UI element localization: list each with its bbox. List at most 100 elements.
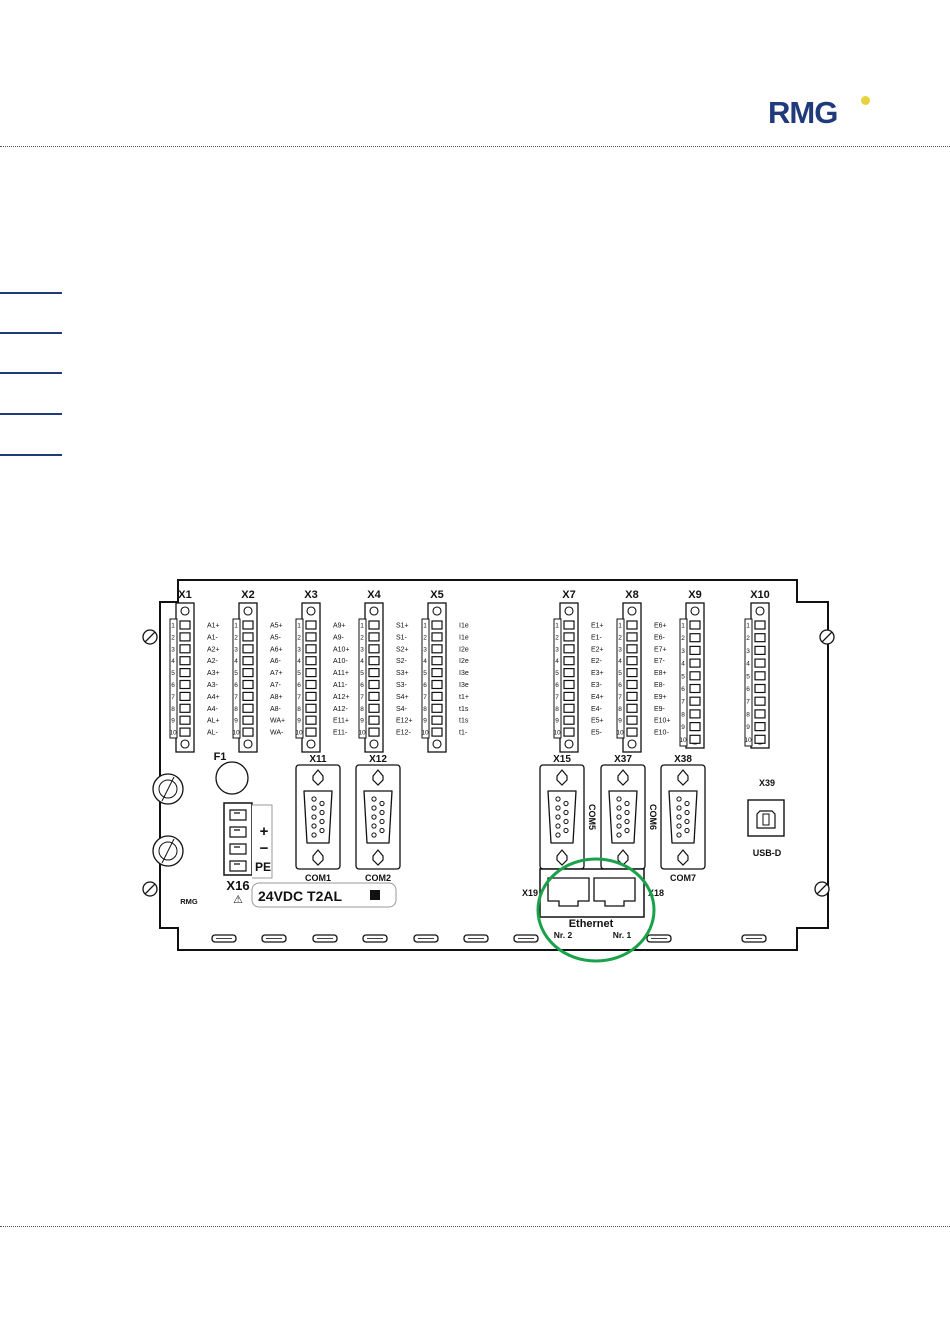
pin-number: 4 bbox=[360, 658, 364, 665]
pin-number: 3 bbox=[746, 648, 750, 655]
pin-number: 6 bbox=[618, 682, 622, 689]
terminal-pin bbox=[431, 679, 443, 690]
terminal-pin bbox=[368, 715, 380, 725]
pin-number-strip bbox=[616, 618, 625, 739]
terminal-pin bbox=[626, 703, 638, 713]
terminal-block-id: X7 bbox=[562, 589, 575, 601]
pin-number: 9 bbox=[618, 718, 622, 725]
connector-screw-top bbox=[690, 606, 700, 616]
pin-number: 7 bbox=[360, 694, 364, 701]
connector-screw-bottom bbox=[180, 739, 190, 749]
pin-label: A6- bbox=[270, 658, 282, 665]
d-sub-pin bbox=[319, 809, 325, 816]
pin-number: 8 bbox=[555, 706, 559, 713]
pin-number: 1 bbox=[681, 623, 685, 630]
power-connector-id: X16 bbox=[226, 878, 249, 893]
pin-label: A5- bbox=[270, 634, 282, 641]
d-sub-pin bbox=[676, 823, 682, 829]
pin-label: S3+ bbox=[396, 670, 409, 677]
fuse-id: F1 bbox=[214, 751, 227, 763]
terminal-pin bbox=[626, 667, 638, 678]
terminal-pin bbox=[368, 679, 380, 690]
connector-screw-top bbox=[564, 606, 574, 616]
terminal-pin bbox=[689, 645, 701, 656]
terminal-pin bbox=[431, 644, 443, 654]
d-sub-pin bbox=[676, 805, 682, 811]
pin-label: A12+ bbox=[333, 694, 350, 701]
ethernet-port-id: X18 bbox=[648, 888, 664, 898]
pin-label: WA- bbox=[270, 730, 284, 737]
d-sub-pin bbox=[555, 805, 561, 811]
terminal-pin bbox=[754, 671, 766, 681]
pin-number: 3 bbox=[681, 648, 685, 655]
pin-number: 6 bbox=[423, 682, 427, 689]
margin-marker bbox=[0, 413, 62, 415]
terminal-pin bbox=[563, 632, 575, 642]
pin-label: A9+ bbox=[333, 623, 346, 630]
terminal-pin bbox=[431, 715, 443, 725]
margin-marker bbox=[0, 332, 62, 334]
d-sub-pin bbox=[311, 823, 317, 829]
terminal-pin bbox=[368, 620, 380, 630]
d-sub-pin bbox=[616, 832, 622, 838]
pin-label: t1- bbox=[459, 730, 468, 737]
terminal-pin bbox=[242, 667, 254, 678]
terminal-pin bbox=[754, 709, 766, 719]
pin-number: 1 bbox=[360, 623, 364, 630]
pin-number: 3 bbox=[423, 646, 427, 653]
pin-number: 6 bbox=[555, 682, 559, 689]
terminal-pin bbox=[179, 715, 191, 725]
pin-number: 7 bbox=[618, 694, 622, 701]
hex-standoff-icon bbox=[677, 769, 689, 786]
pin-number: 1 bbox=[297, 623, 301, 630]
d-sub-shell bbox=[547, 790, 577, 844]
pin-label: E4- bbox=[591, 706, 603, 713]
pin-number: 2 bbox=[297, 634, 301, 641]
d-sub-shell bbox=[303, 790, 333, 844]
terminal-block-id: X10 bbox=[750, 589, 770, 601]
pin-number: 7 bbox=[681, 699, 685, 706]
terminal-block-id: X1 bbox=[178, 589, 191, 601]
terminal-pin bbox=[242, 703, 254, 713]
terminal-pin bbox=[626, 632, 638, 642]
d-sub-pin bbox=[563, 809, 569, 816]
usb-label: USB-D bbox=[753, 848, 782, 858]
pin-number: 10 bbox=[169, 730, 177, 737]
d-sub-pin bbox=[379, 809, 385, 816]
pin-label: E10- bbox=[654, 730, 669, 737]
d-sub-pin bbox=[616, 796, 622, 802]
pin-number: 7 bbox=[555, 694, 559, 701]
terminal-pin bbox=[754, 633, 766, 643]
pin-number: 10 bbox=[679, 737, 687, 744]
terminal-pin bbox=[563, 679, 575, 690]
ventilation-slots bbox=[211, 934, 767, 943]
d-sub-pin bbox=[684, 809, 690, 816]
terminal-pin bbox=[305, 667, 317, 678]
header-divider bbox=[0, 146, 950, 147]
pin-label: A5+ bbox=[270, 623, 283, 630]
com-label: COM6 bbox=[648, 804, 658, 830]
terminal-pin bbox=[242, 691, 254, 702]
d-sub-pin bbox=[624, 818, 630, 825]
pin-number: 7 bbox=[746, 699, 750, 706]
terminal-pin bbox=[179, 703, 191, 713]
indicator-square-icon bbox=[370, 890, 380, 900]
screw-slot bbox=[821, 631, 833, 643]
terminal-pin bbox=[689, 671, 701, 681]
connector-screw-top bbox=[306, 606, 316, 616]
terminal-pin bbox=[368, 703, 380, 713]
d-sub-pin bbox=[555, 832, 561, 838]
pin-number: 6 bbox=[681, 686, 685, 693]
maker-mark: RMG bbox=[180, 897, 198, 906]
terminal-pin bbox=[754, 645, 766, 656]
hex-standoff-icon bbox=[372, 769, 384, 786]
pin-number: 10 bbox=[616, 730, 624, 737]
rj45-socket-icon bbox=[593, 877, 636, 907]
pin-label: A10- bbox=[333, 658, 348, 665]
d-sub-pin bbox=[676, 832, 682, 838]
d-sub-pin bbox=[624, 800, 630, 807]
connector-screw-bottom bbox=[627, 739, 637, 749]
